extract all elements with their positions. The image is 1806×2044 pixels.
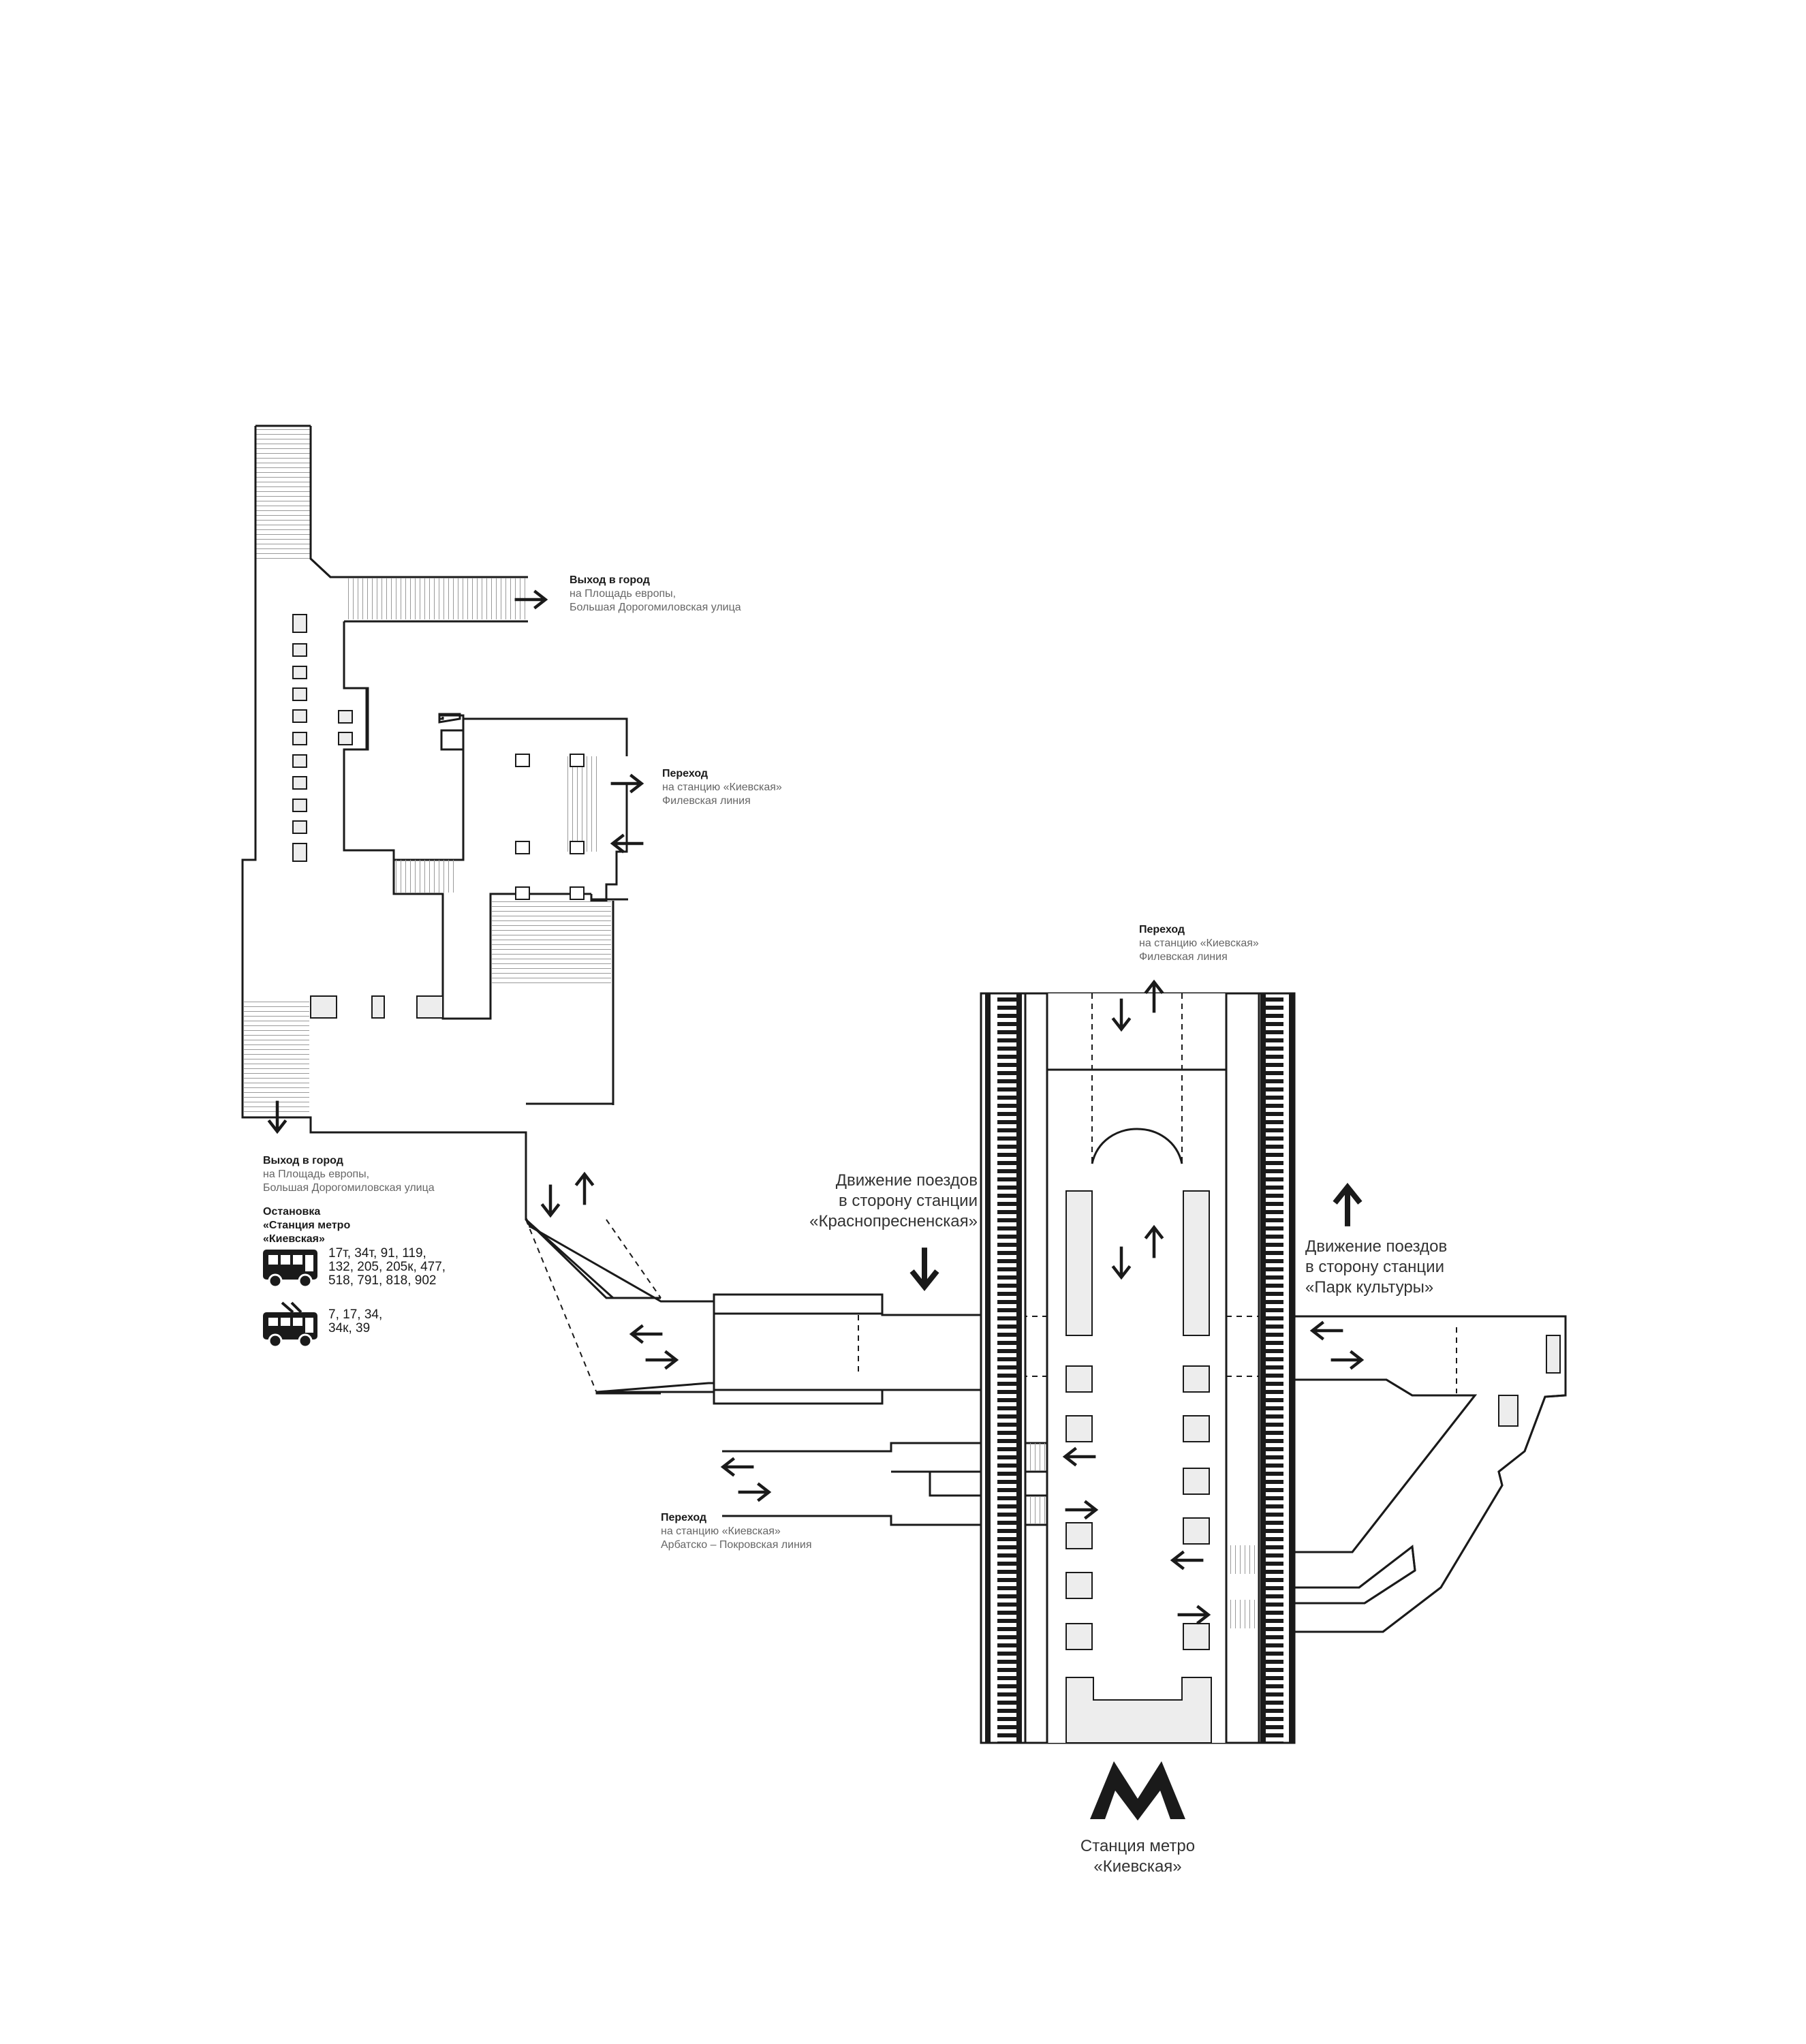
stairs-west-exit [244,997,309,1116]
bus-routes-line1: 17т, 34т, 91, 119, [328,1246,426,1260]
platform-pillar [1065,1190,1093,1336]
platform-pillar [1183,1517,1210,1545]
exit-label-top-line2: Большая Дорогомиловская улица [570,602,741,613]
bus-stop-label: Остановка «Станция метро «Киевская» [263,1205,350,1246]
transfer-arbatsko-title: Переход [661,1512,707,1523]
direction-label-park-kultury: Движение поездов в сторону станции «Парк… [1305,1237,1447,1298]
arrow-left-passage [632,1325,662,1342]
transfer-label-upper: Переход на станцию «Киевская» Филевская … [1139,923,1259,964]
direction-left-line3: «Краснопресненская» [809,1212,978,1230]
arrow-down-krasnopresnenskaya [912,1248,937,1287]
stairs-north-entrance [256,427,310,559]
bus-stop-title-line2: «Станция метро [263,1220,351,1231]
transfer-label-arbatsko: Переход на станцию «Киевская» Арбатско –… [661,1511,812,1552]
platform-pillar [1183,1623,1210,1650]
exit-label-top-title: Выход в город [570,574,650,586]
platform-pillar [1065,1415,1093,1442]
transfer-upper-line2: Филевская линия [1139,951,1228,963]
arrow-right-passage [646,1351,676,1368]
dashed-ramp-left [525,1219,597,1392]
trolleybus-routes: 7, 17, 34, 34к, 39 [328,1308,382,1335]
bus-routes-line2: 132, 205, 205к, 477, [328,1259,446,1274]
station-name-line1: Станция метро [1080,1837,1196,1855]
arrow-left-filevskaya [612,835,643,852]
platform-pillar [1065,1365,1093,1393]
exit-label-left-line2: Большая Дорогомиловская улица [263,1182,435,1194]
arrow-up-ramp [576,1174,593,1205]
bus-stop-title-line3: «Киевская» [263,1233,325,1245]
direction-label-krasnopresnenskaya: Движение поездов в сторону станции «Крас… [783,1171,978,1232]
trolley-routes-line2: 34к, 39 [328,1320,371,1335]
direction-left-line2: в сторону станции [839,1192,978,1210]
direction-right-line2: в сторону станции [1305,1258,1444,1276]
platform-pillar [1183,1468,1210,1495]
platform-pillar [1183,1190,1210,1336]
platform-pillar [1065,1572,1093,1599]
direction-left-line1: Движение поездов [835,1171,978,1190]
trolley-routes-line1: 7, 17, 34, [328,1307,383,1322]
stairs-hall-connector [395,860,456,893]
transfer-filevskaya-title: Переход [662,768,709,779]
station-name: Станция метро «Киевская» [1036,1836,1240,1877]
central-passage [714,1293,981,1405]
direction-right-line3: «Парк культуры» [1305,1278,1434,1297]
platform-pillar [1183,1365,1210,1393]
stairs-filevskaya [567,756,597,852]
metro-m-logo [1090,1761,1185,1821]
arrow-right-east [1331,1351,1362,1368]
exit-label-top: Выход в город на Площадь европы, Большая… [570,574,741,615]
hall-pillar [292,614,307,633]
exit-label-top-line1: на Площадь европы, [570,588,676,600]
arrow-left-arbatsko [723,1458,753,1475]
escalator-bank [492,901,611,984]
arrow-down-ramp [542,1185,559,1215]
exit-label-left-line1: на Площадь европы, [263,1168,370,1180]
bus-icon [263,1250,317,1288]
platform-pillar [1183,1415,1210,1442]
platform-south-block [1065,1677,1212,1744]
west-hall [343,621,395,860]
transfer-arbatsko-line1: на станцию «Киевская» [661,1526,781,1537]
bus-stop-title-line1: Остановка [263,1206,321,1218]
filevskaya-transfer-hall [440,717,628,902]
transfer-filevskaya-line1: на станцию «Киевская» [662,781,782,793]
bus-routes-line3: 518, 791, 818, 902 [328,1273,437,1288]
direction-right-line1: Движение поездов [1305,1237,1448,1256]
transfer-upper-line1: на станцию «Киевская» [1139,938,1259,949]
station-name-line2: «Киевская» [1093,1857,1182,1876]
arrow-up-park-kultury [1335,1187,1360,1226]
platform-pillar [1065,1623,1093,1650]
transfer-label-filevskaya: Переход на станцию «Киевская» Филевская … [662,767,782,808]
stairs-exit-top [345,578,527,619]
transfer-arbatsko-line2: Арбатско – Покровская линия [661,1539,812,1551]
exit-label-left: Выход в город на Площадь европы, Большая… [263,1154,435,1195]
trolleybus-icon [263,1301,317,1348]
transfer-upper-title: Переход [1139,924,1185,935]
east-passage [1293,1315,1567,1633]
transfer-filevskaya-line2: Филевская линия [662,795,751,807]
exit-label-left-title: Выход в город [263,1155,343,1166]
arrow-left-east [1312,1322,1343,1339]
bus-routes: 17т, 34т, 91, 119, 132, 205, 205к, 477, … [328,1247,446,1288]
platform-pillar [1065,1522,1093,1549]
arrow-right-arbatsko [738,1483,769,1500]
